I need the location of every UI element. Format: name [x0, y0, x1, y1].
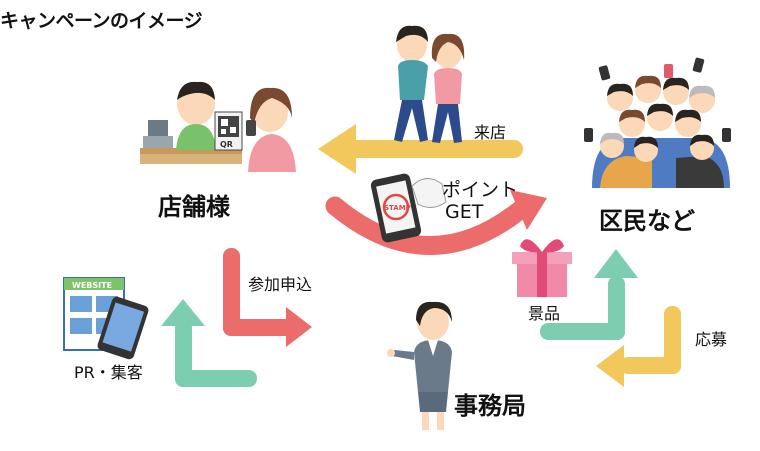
- gift-icon: [512, 239, 572, 297]
- website-label: WEBSITE: [72, 281, 112, 290]
- page-title: キャンペーンのイメージ: [0, 10, 203, 32]
- store-illustration: QR: [140, 81, 296, 172]
- visit-label: 来店: [474, 123, 507, 142]
- prize-arrow: [540, 249, 638, 340]
- couple-illustration: [394, 25, 465, 143]
- qr-label: QR: [220, 140, 233, 149]
- points-label-line2: GET: [445, 201, 484, 223]
- entry-label: 応募: [695, 330, 728, 349]
- stamp-label: STAMP: [384, 204, 411, 212]
- apply-label: 参加申込: [248, 275, 313, 294]
- store-label: 店舗様: [158, 193, 230, 221]
- office-label: 事務局: [454, 392, 526, 420]
- visit-arrow: [318, 124, 523, 174]
- pr-arrow: [161, 299, 257, 387]
- prize-label: 景品: [528, 304, 561, 323]
- office-staff-illustration: [387, 301, 452, 430]
- points-arrow: [325, 190, 547, 255]
- entry-arrow: [596, 306, 681, 387]
- points-label-line1: ポイント: [442, 179, 519, 201]
- website-illustration: WEBSITE: [63, 277, 149, 360]
- stamp-phone-illustration: STAMP: [370, 173, 447, 243]
- crowd-illustration: [584, 57, 731, 188]
- pr-label: PR・集客: [74, 363, 143, 382]
- residents-label: 区民など: [599, 207, 695, 235]
- apply-arrow: [223, 248, 312, 347]
